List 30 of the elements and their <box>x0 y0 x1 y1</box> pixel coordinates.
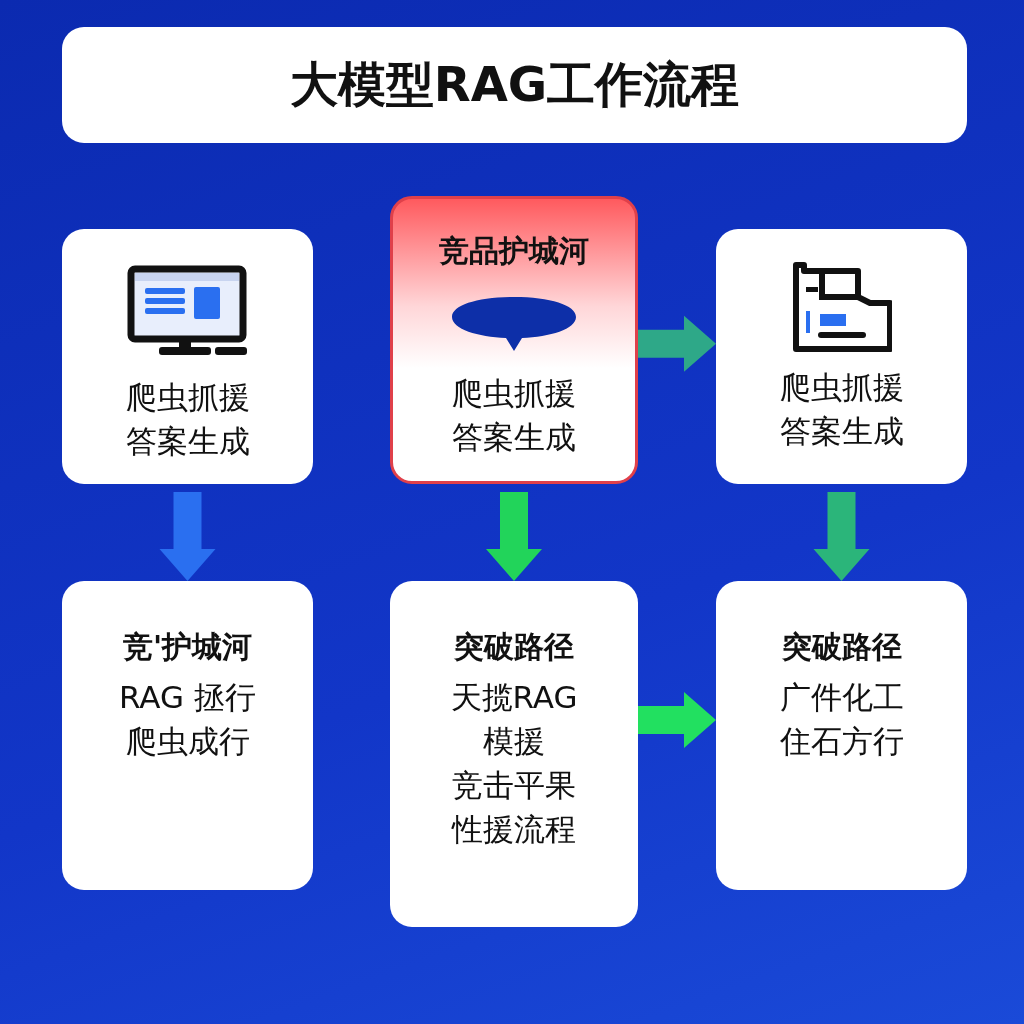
block-arrow <box>638 315 716 372</box>
card-text: 答案生成 <box>779 412 904 451</box>
block-arrow <box>159 492 216 581</box>
card-heading: 竞'护城河 <box>122 628 253 666</box>
card-text: 爬虫抓援 <box>779 368 904 407</box>
card-text: 爬虫成行 <box>125 722 250 761</box>
card-text: 爬虫抓援 <box>125 378 250 417</box>
process-card <box>62 229 313 484</box>
card-text: 天揽RAG <box>450 678 578 717</box>
card-text: 爬虫抓援 <box>452 374 576 413</box>
card-text: RAG 拯行 <box>119 678 256 717</box>
highlight-card <box>390 196 638 484</box>
card-text: 广件化工 <box>779 678 904 717</box>
process-card <box>62 581 313 890</box>
card-heading: 突破路径 <box>454 628 574 666</box>
process-card <box>716 229 967 484</box>
block-arrow <box>486 492 542 581</box>
card-text: 答案生成 <box>452 418 576 457</box>
block-arrow <box>813 492 870 581</box>
card-heading: 突破路径 <box>781 628 902 666</box>
card-text: 竞击平果 <box>452 766 576 805</box>
diagram-title: 大模型RAG工作流程 <box>289 55 740 114</box>
card-text: 性援流程 <box>452 810 576 849</box>
block-arrow <box>638 692 716 749</box>
card-text: 答案生成 <box>125 422 250 461</box>
card-text: 住石方行 <box>779 722 904 761</box>
process-card <box>716 581 967 890</box>
card-heading: 竞品护城河 <box>439 232 589 270</box>
card-text: 模援 <box>483 722 545 761</box>
process-card <box>390 581 638 927</box>
